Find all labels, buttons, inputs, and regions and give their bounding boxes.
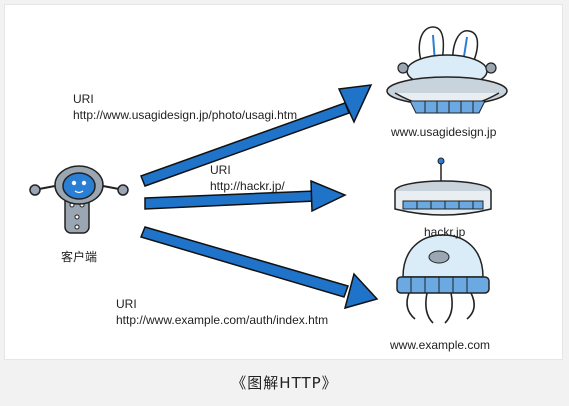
example-ship-icon <box>396 234 490 324</box>
arrow-to-hackr <box>144 179 347 213</box>
figure-caption: 《图解HTTP》 <box>231 374 338 392</box>
arrow-to-usagidesign <box>140 84 373 187</box>
uri-label-1: URI <box>73 92 94 106</box>
uri-url-1: http://www.usagidesign.jp/photo/usagi.ht… <box>73 108 298 122</box>
uri-label-3: URI <box>116 297 137 311</box>
uri-url-2: http://hackr.jp/ <box>210 179 285 193</box>
client-label: 客户端 <box>61 250 98 264</box>
server-host-example: www.example.com <box>390 338 491 352</box>
diagram-panel: URI http://www.usagidesign.jp/photo/usag… <box>4 4 563 360</box>
hackr-ship-icon <box>394 157 492 216</box>
diagram-art <box>29 26 508 324</box>
server-host-usagidesign: www.usagidesign.jp <box>391 125 497 139</box>
uri-url-3: http://www.example.com/auth/index.htm <box>116 313 329 327</box>
client-robot-icon <box>29 165 129 234</box>
server-host-hackr: hackr.jp <box>424 225 466 239</box>
usagidesign-ship-icon <box>386 26 508 114</box>
arrow-to-example <box>139 226 379 310</box>
uri-label-2: URI <box>210 163 231 177</box>
